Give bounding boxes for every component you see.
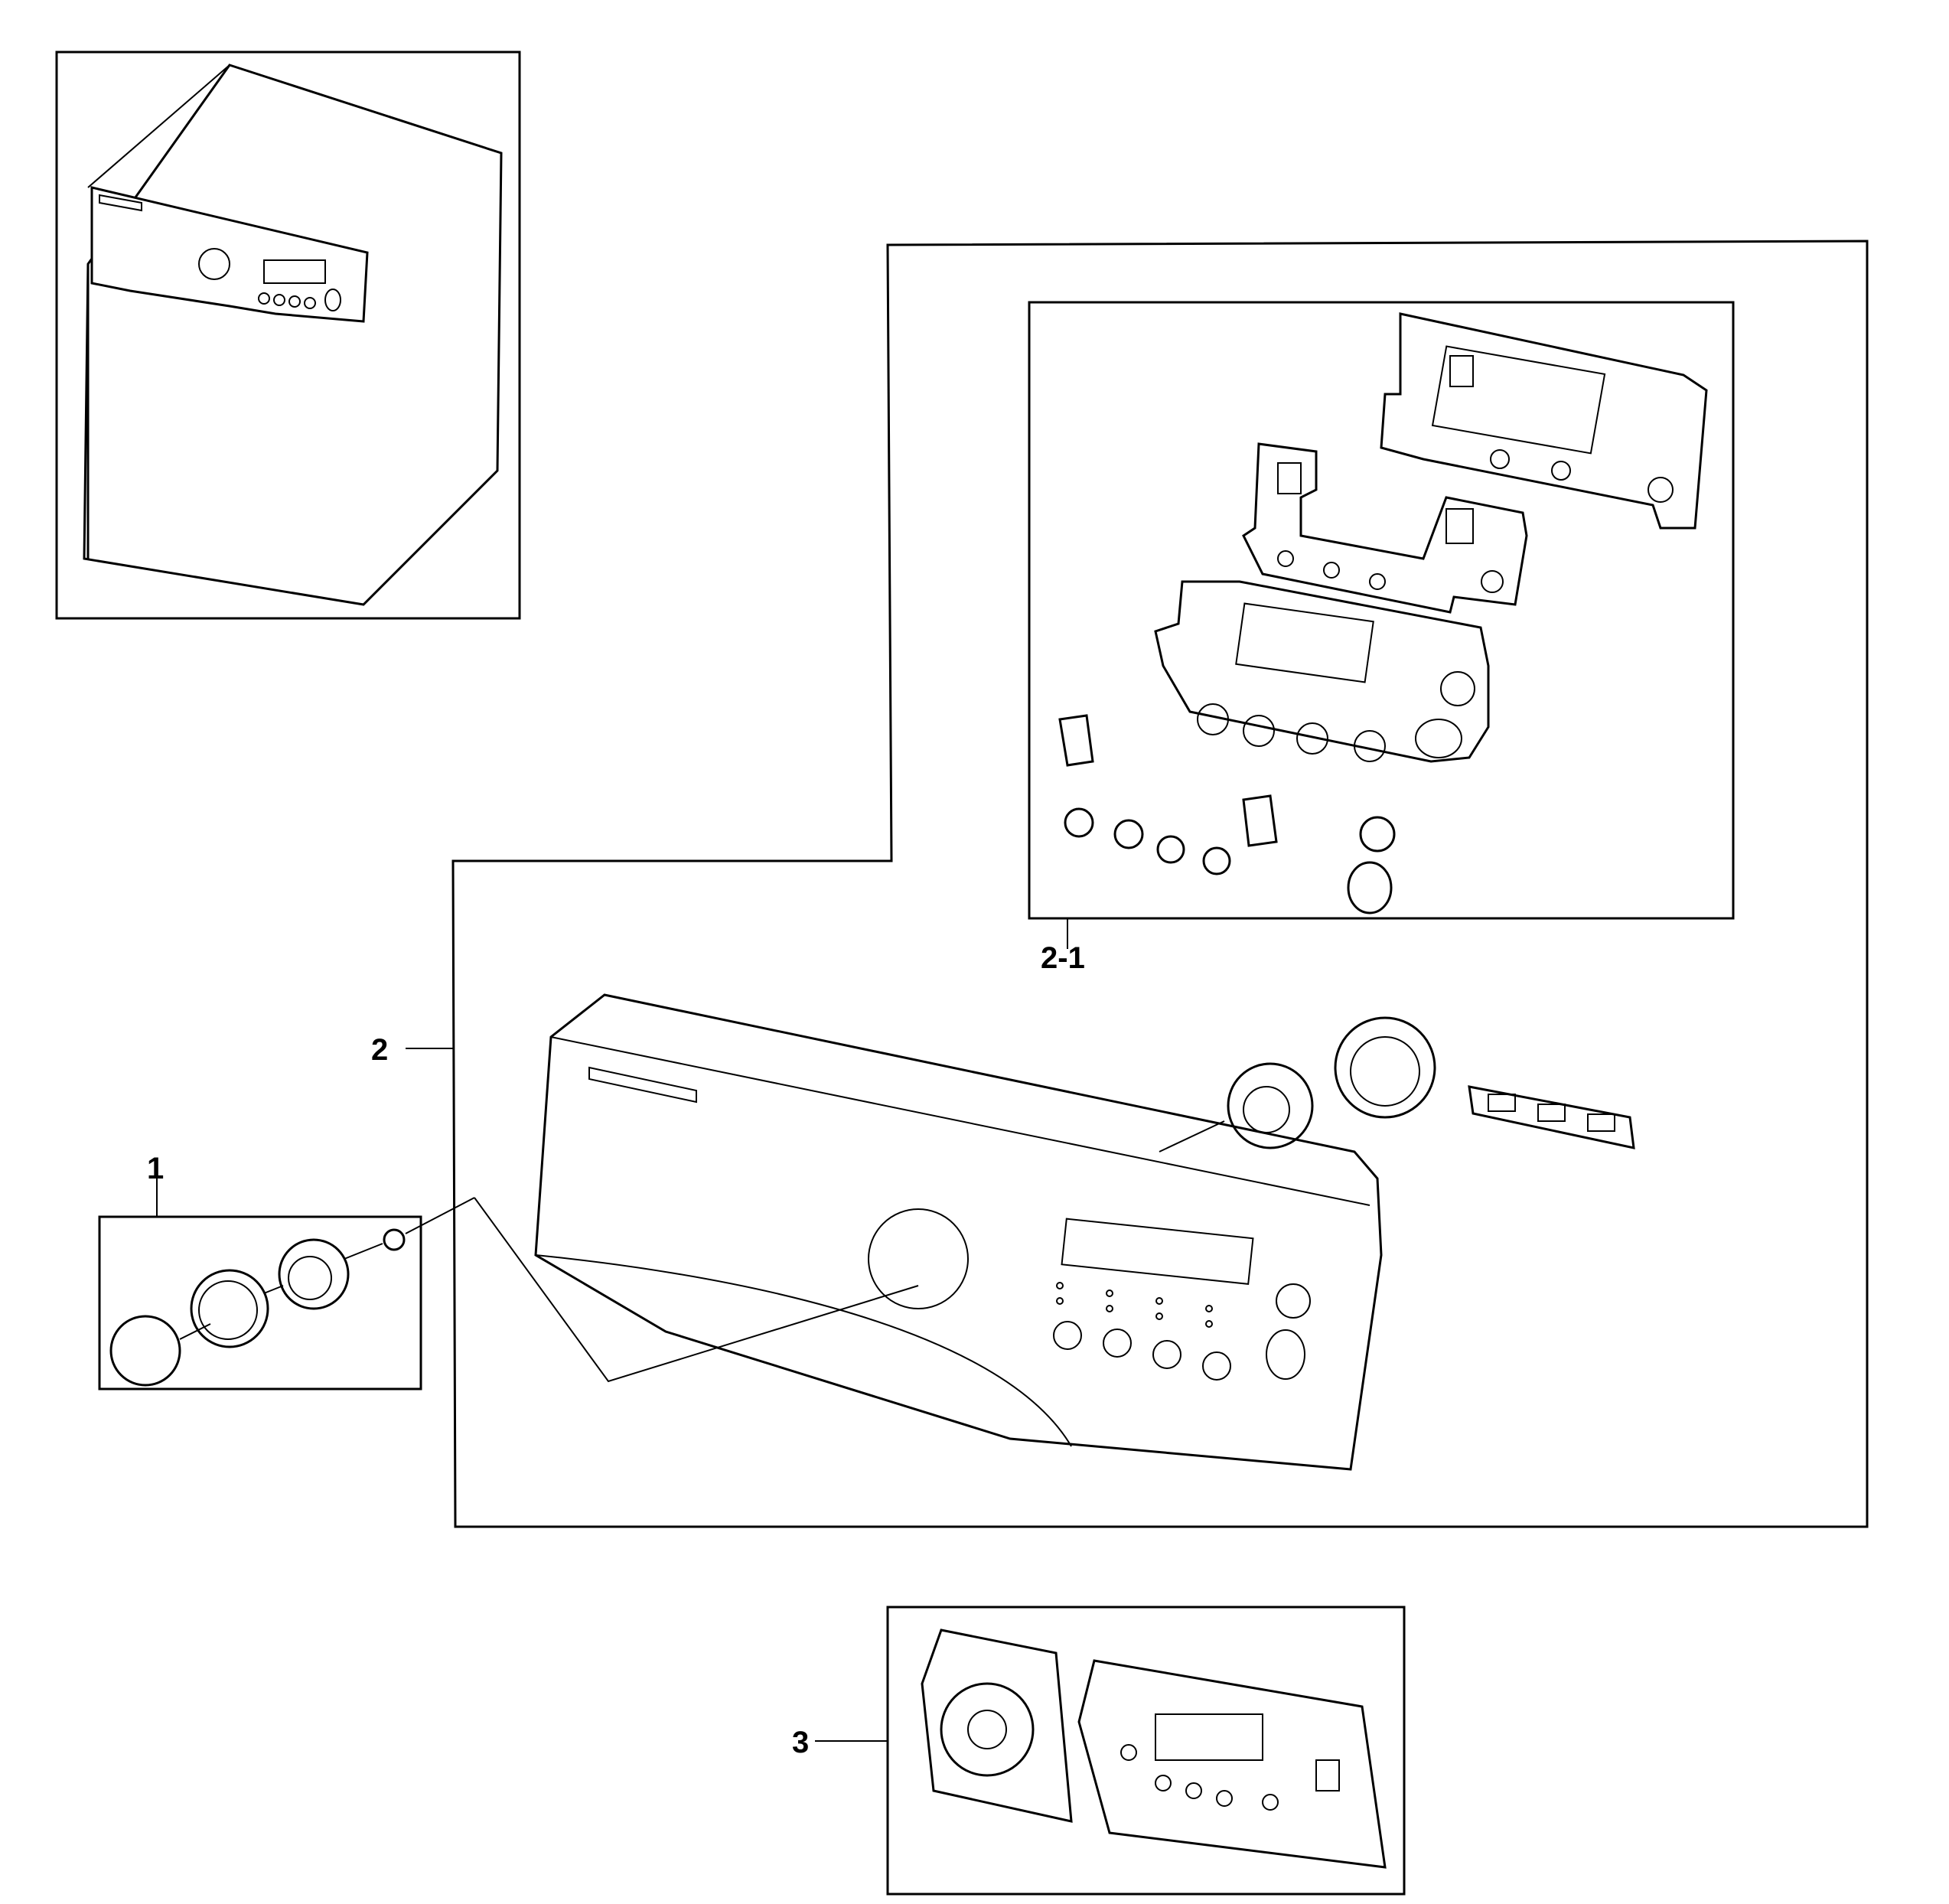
button-cap-2 [1113, 819, 1144, 849]
knob-assembly-icon [109, 1197, 475, 1387]
callout-2-1: 2-1 [1041, 941, 1085, 975]
leader-knob-to-panel [474, 1197, 919, 1383]
button-cap-4 [1202, 846, 1231, 875]
appliance-overview [55, 51, 521, 620]
assembly-1-frame [98, 1215, 422, 1391]
button-cap-6 [1347, 861, 1393, 915]
callout-1: 1 [147, 1152, 164, 1185]
knob-parts [1159, 1016, 1635, 1153]
button-cap-5 [1359, 816, 1396, 853]
callout-3: 3 [792, 1726, 809, 1759]
control-panel-icon [534, 993, 1383, 1471]
overview-frame [55, 51, 521, 620]
assembly-2-frame [451, 240, 1869, 1528]
washer-overview-icon [83, 64, 503, 606]
panel-frame-parts [1058, 312, 1708, 915]
pcb-assembly-icon [921, 1629, 1387, 1869]
callout-2: 2 [371, 1033, 388, 1067]
knob-dial-icon [1227, 1062, 1314, 1149]
assembly-2-1-frame [1028, 301, 1735, 920]
assembly-3-frame [886, 1606, 1406, 1896]
lens-strip-icon [1468, 1085, 1635, 1149]
button-cap-3 [1156, 835, 1185, 864]
button-cap-1 [1064, 807, 1094, 838]
knob-ring-icon [1334, 1016, 1436, 1119]
